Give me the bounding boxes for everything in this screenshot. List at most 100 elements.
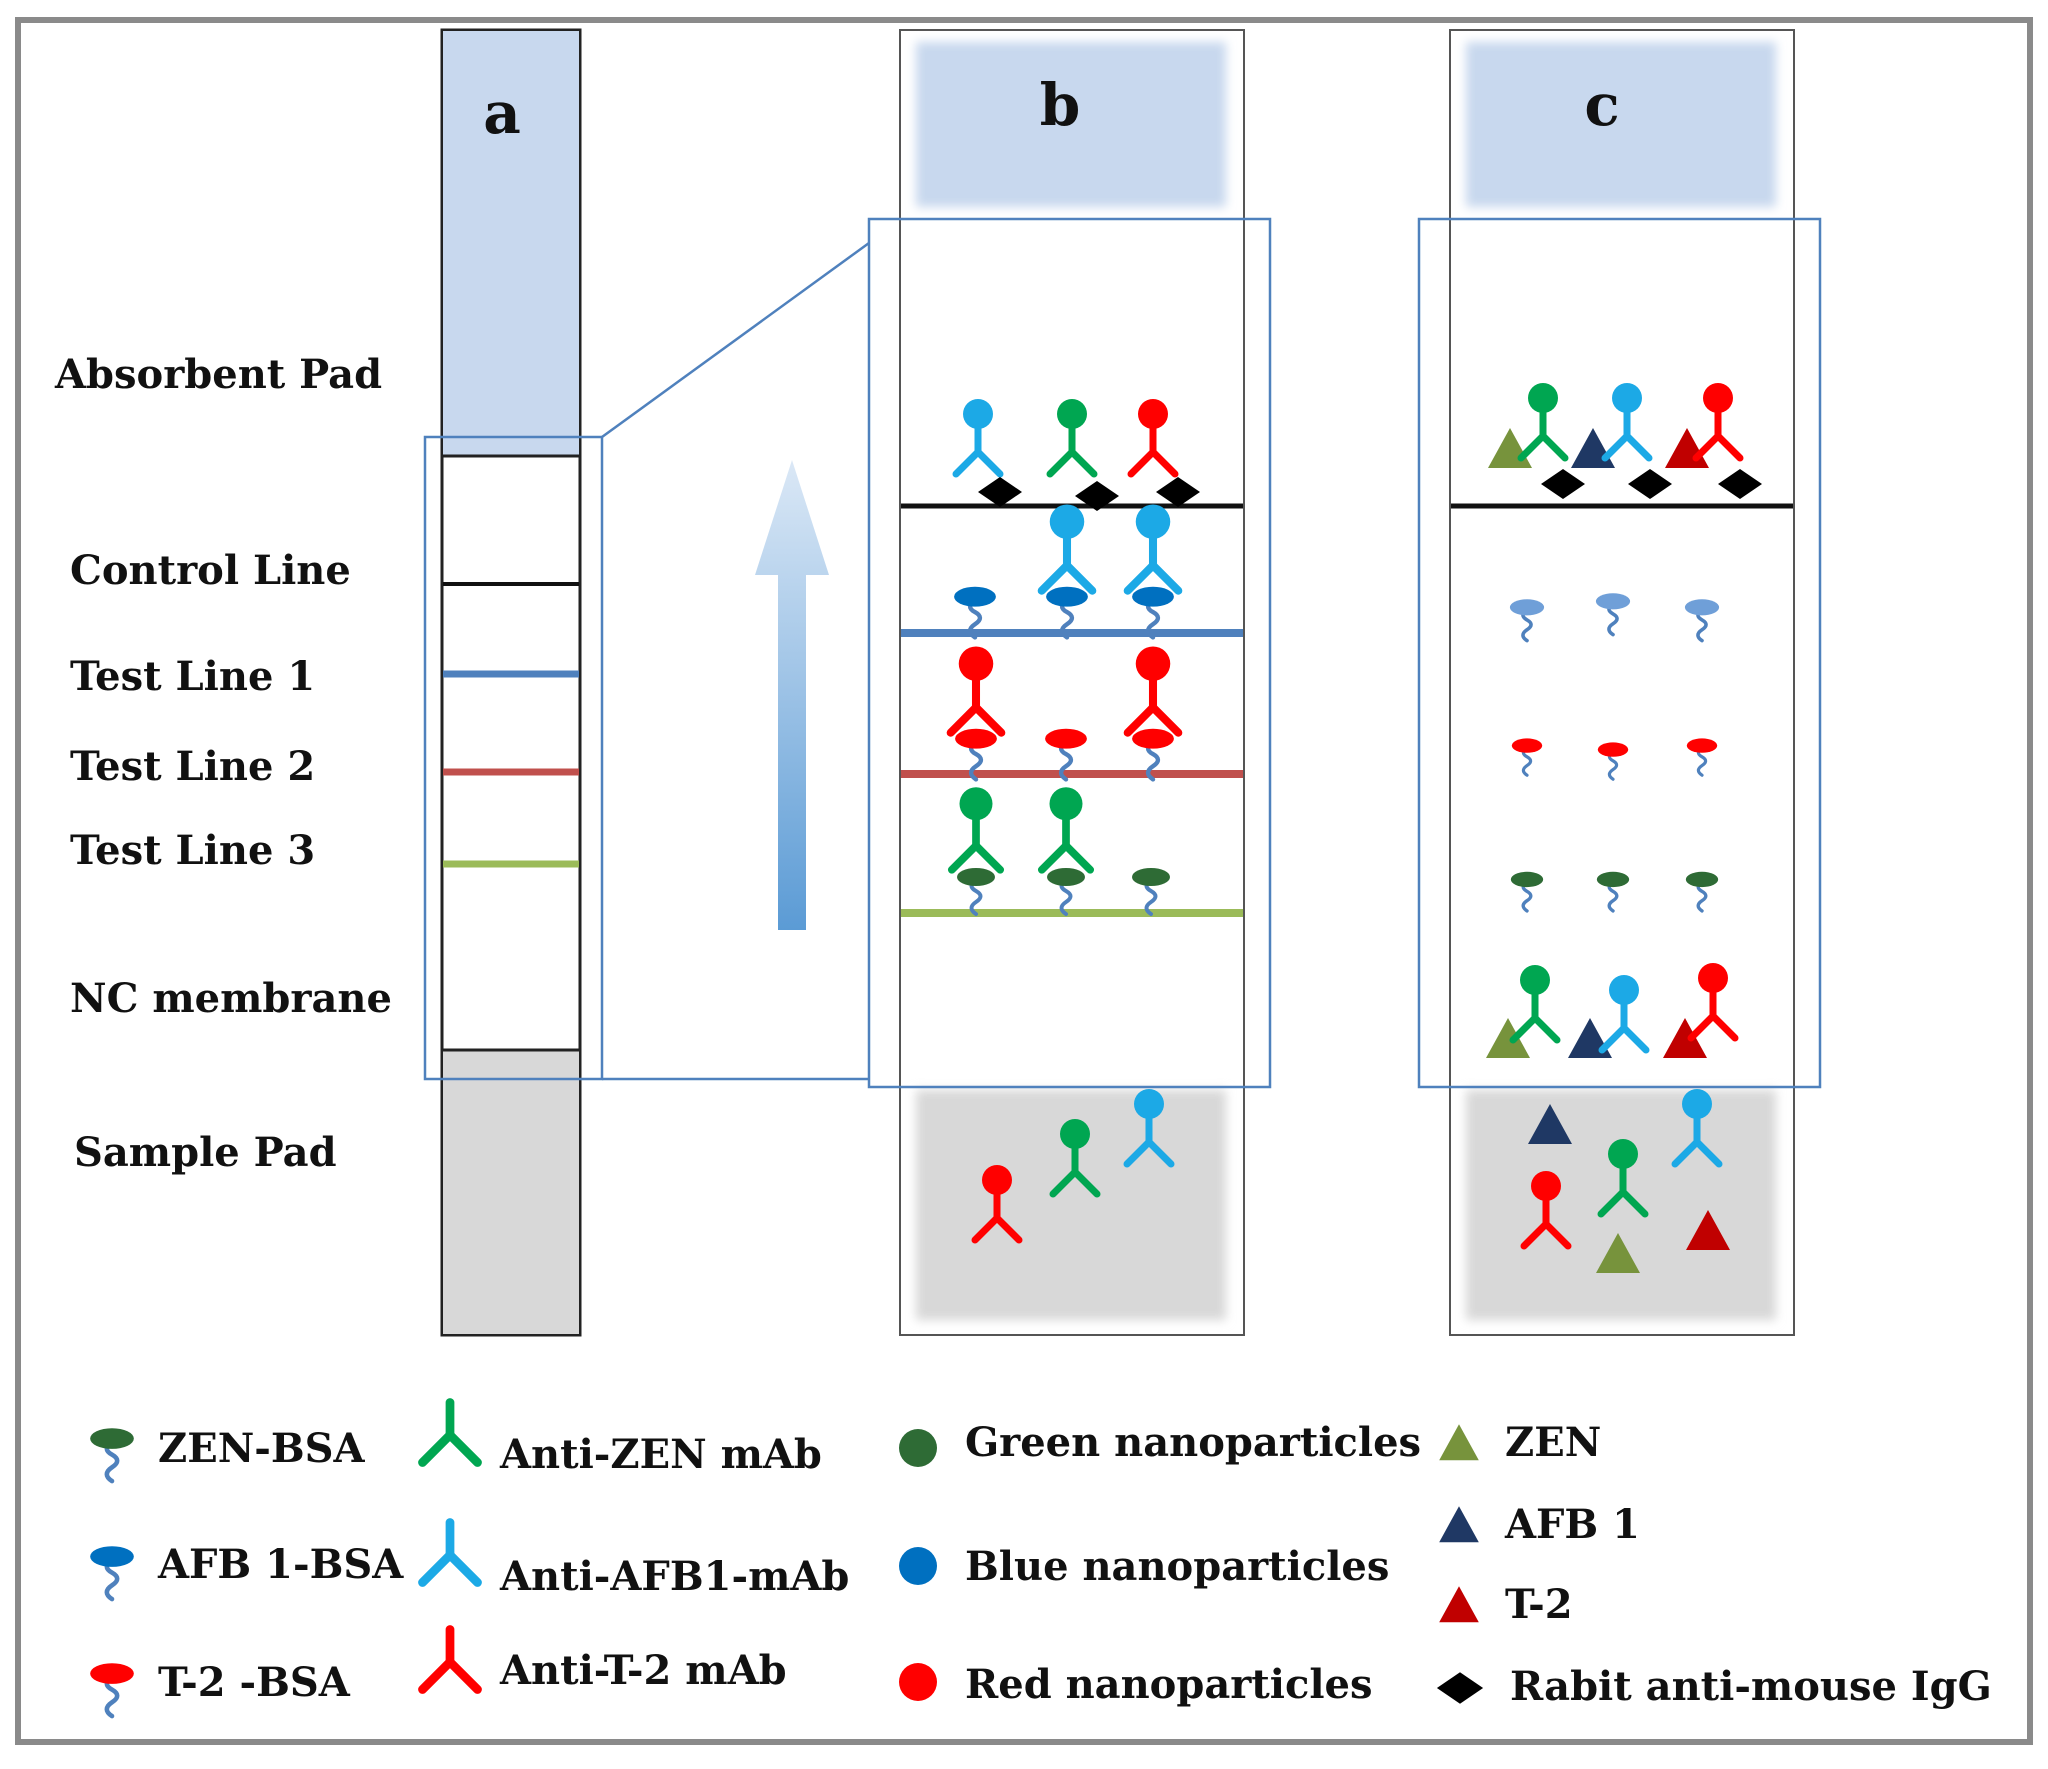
bsa-conjugate-icon [1685,871,1719,913]
antibody-icon [1692,383,1744,462]
antibody-icon [418,1398,482,1467]
legend-anti-zen: Anti-ZEN mAb [499,1431,822,1478]
panel-label-a: a [483,79,521,147]
igg-diamond-icon [1718,469,1762,499]
bsa-conjugate-icon [1595,593,1631,637]
panel-c: c [1417,29,1822,1336]
igg-diamond-icon [1436,1672,1484,1704]
legend-zen-bsa: ZEN-BSA [158,1425,366,1472]
panel-c-glyphs [1486,383,1762,1273]
flow-arrow [755,460,829,930]
bsa-conjugate-icon [1597,742,1629,781]
panel-label-b: b [1040,71,1081,139]
bsa-conjugate-icon [1510,871,1544,913]
bsa-conjugate-icon [1046,586,1088,640]
bsa-conjugate-icon [954,586,996,640]
antibody-icon [418,1625,482,1694]
antibody-icon [952,399,1004,478]
bsa-conjugate-icon [1684,599,1720,643]
panel-label-c: c [1584,71,1619,139]
mycotoxin-triangle-icon [1439,1424,1479,1461]
bsa-conjugate-icon [955,728,997,782]
bsa-conjugate-icon [1132,586,1174,640]
bsa-conjugate-icon [1511,738,1543,777]
bsa-conjugate-icon [90,1428,134,1484]
antibody-icon [1046,399,1098,478]
panel-b-glyphs [946,399,1200,1244]
legend-igg: Rabit anti-mouse IgG [1510,1663,1992,1710]
legend-zen: ZEN [1505,1419,1601,1466]
antibody-icon [1517,383,1569,462]
igg-diamond-icon [978,477,1022,507]
legend-red-np: Red nanoparticles [965,1661,1373,1708]
antibody-icon [947,787,1005,874]
antibody-icon [1509,965,1561,1044]
igg-diamond-icon [1628,469,1672,499]
igg-diamond-icon [1075,481,1119,511]
nanoparticle-icon [899,1663,937,1701]
bsa-conjugate-icon [1045,728,1087,782]
bsa-conjugate-icon [1686,738,1718,777]
sample-pad-a [443,1050,579,1334]
label-control-line: Control Line [70,547,351,594]
bsa-conjugate-icon [1509,599,1545,643]
legend-afb1: AFB 1 [1504,1501,1640,1548]
bsa-conjugate-icon [1047,868,1085,916]
antibody-icon [1598,975,1650,1054]
zoom-frame-c [1417,217,1822,1089]
legend-labels: ZEN-BSA AFB 1-BSA T-2 -BSA Anti-ZEN mAb … [157,1419,1992,1710]
bsa-conjugate-icon [1132,868,1170,916]
antibody-icon [1687,963,1739,1042]
antibody-icon [971,1165,1023,1244]
bsa-conjugate-icon [957,868,995,916]
antibody-icon [1597,1139,1649,1218]
zoom-line-top [601,241,870,439]
absorbent-pad-a [443,31,579,456]
bsa-conjugate-icon [90,1546,134,1602]
label-absorbent-pad: Absorbent Pad [54,351,382,398]
mycotoxin-triangle-icon [1596,1233,1640,1273]
mycotoxin-triangle-icon [1439,1586,1479,1623]
label-test-line-2: Test Line 2 [70,743,315,790]
panel-a: a [423,28,870,1337]
igg-diamond-icon [1156,477,1200,507]
legend-blue-np: Blue nanoparticles [965,1543,1389,1590]
absorbent-pad-b [916,42,1226,207]
antibody-icon [1049,1119,1101,1198]
antibody-icon [1123,1089,1175,1168]
legend-t2: T-2 [1505,1581,1573,1628]
antibody-icon [1037,504,1097,595]
antibody-icon [1123,504,1183,595]
legend-anti-afb1: Anti-AFB1-mAb [499,1553,849,1600]
mycotoxin-triangle-icon [1686,1210,1730,1250]
mycotoxin-triangle-icon [1528,1104,1572,1144]
label-test-line-1: Test Line 1 [70,653,315,700]
antibody-icon [1123,646,1183,737]
bsa-conjugate-icon [90,1663,134,1719]
nanoparticle-icon [899,1547,937,1585]
label-test-line-3: Test Line 3 [70,827,315,874]
mycotoxin-triangle-icon [1439,1506,1479,1543]
bsa-conjugate-icon [1596,871,1630,913]
legend-green-np: Green nanoparticles [965,1419,1421,1466]
outer-frame [15,17,2033,1745]
sample-pad-c [1466,1090,1776,1320]
antibody-icon [946,646,1006,737]
label-nc-membrane: NC membrane [70,975,392,1022]
absorbent-pad-c [1466,42,1776,207]
zoom-frame-b [867,217,1272,1089]
legend-afb1-bsa: AFB 1-BSA [157,1541,404,1588]
label-sample-pad: Sample Pad [74,1129,337,1176]
mycotoxin-triangle-icon [1486,1018,1530,1058]
antibody-icon [1037,787,1095,874]
antibody-icon [1127,399,1179,478]
legend-anti-t2: Anti-T-2 mAb [499,1647,787,1694]
antibody-icon [1520,1171,1572,1250]
antibody-icon [418,1518,482,1587]
igg-diamond-icon [1541,469,1585,499]
legend-t2-bsa: T-2 -BSA [158,1659,351,1706]
strip-labels: Absorbent Pad Control Line Test Line 1 T… [54,351,392,1176]
zoom-box-a [423,435,604,1081]
